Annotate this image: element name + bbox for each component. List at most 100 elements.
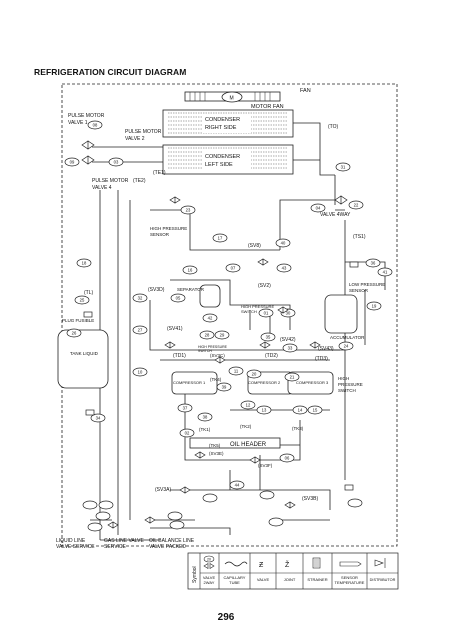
- svg-text:HIGH: HIGH: [338, 376, 349, 381]
- svg-text:GAS LINE VALVE: GAS LINE VALVE: [104, 538, 144, 544]
- svg-text:29: 29: [220, 333, 225, 338]
- svg-text:PULSE MOTOR: PULSE MOTOR: [68, 113, 105, 119]
- svg-text:VALVE PACKED: VALVE PACKED: [149, 544, 186, 550]
- svg-text:LIQUID LINE: LIQUID LINE: [56, 538, 86, 544]
- svg-text:(TO): (TO): [328, 124, 339, 130]
- svg-text:42: 42: [208, 316, 213, 321]
- svg-text:21: 21: [290, 375, 295, 380]
- svg-text:30: 30: [286, 311, 291, 316]
- svg-text:DISTRIBUTOR: DISTRIBUTOR: [370, 578, 396, 582]
- svg-text:19: 19: [372, 304, 377, 309]
- part-numbers: 08 09 03 31 23 04 22 17 40 18 16 07 43 3…: [70, 123, 388, 488]
- svg-text:(TE2): (TE2): [133, 178, 146, 184]
- svg-text:HIGH PRESSURE: HIGH PRESSURE: [241, 304, 274, 309]
- svg-text:SENSOR: SENSOR: [341, 575, 358, 580]
- svg-text:(SV3A): (SV3A): [155, 487, 171, 493]
- svg-text:ACCUMULATOR: ACCUMULATOR: [330, 335, 365, 340]
- svg-text:TEMPERATURE: TEMPERATURE: [335, 580, 365, 585]
- svg-text:VALVE: VALVE: [203, 575, 216, 580]
- motor-symbol: M: [230, 96, 234, 102]
- svg-text:(TK5): (TK5): [209, 443, 221, 448]
- svg-text:STRAINER: STRAINER: [307, 577, 327, 582]
- svg-text:LOW PRESSURE: LOW PRESSURE: [349, 282, 385, 287]
- svg-text:(TD3): (TD3): [315, 356, 328, 362]
- svg-text:04: 04: [316, 206, 321, 211]
- svg-text:(SV3F): (SV3F): [258, 463, 273, 468]
- svg-text:18: 18: [82, 261, 87, 266]
- legend-valve-symbol: Ƶ: [259, 562, 264, 569]
- compressor-3-label: COMPRESSOR 3: [296, 380, 329, 385]
- svg-text:SERVICE: SERVICE: [104, 544, 127, 550]
- compressor-2-label: COMPRESSOR 2: [248, 380, 281, 385]
- oil-header-label: OIL HEADER: [230, 442, 267, 448]
- svg-text:22: 22: [354, 203, 359, 208]
- svg-text:VALVE 2: VALVE 2: [125, 136, 145, 142]
- svg-text:SWITCH: SWITCH: [338, 388, 356, 393]
- svg-text:(TE1): (TE1): [153, 170, 166, 176]
- accumulator: [324, 294, 358, 334]
- svg-text:02: 02: [185, 431, 190, 436]
- svg-text:PULSE MOTOR: PULSE MOTOR: [92, 178, 129, 184]
- svg-text:40: 40: [281, 241, 286, 246]
- svg-text:SENSOR: SENSOR: [150, 232, 170, 237]
- svg-text:(TK3): (TK3): [292, 426, 304, 431]
- svg-text:43: 43: [282, 266, 287, 271]
- svg-text:33: 33: [288, 346, 293, 351]
- svg-text:15: 15: [313, 408, 318, 413]
- svg-text:CAPILLARY: CAPILLARY: [224, 575, 246, 580]
- svg-text:05: 05: [176, 296, 181, 301]
- fan-label: FAN: [300, 88, 311, 94]
- svg-text:41: 41: [383, 270, 388, 275]
- svg-text:09: 09: [70, 160, 75, 165]
- svg-text:31: 31: [341, 165, 346, 170]
- svg-text:JOINT: JOINT: [284, 577, 296, 582]
- compressor-1: [171, 371, 218, 395]
- svg-text:44: 44: [235, 483, 240, 488]
- svg-text:03: 03: [114, 160, 119, 165]
- svg-text:27: 27: [138, 328, 143, 333]
- svg-text:CONDENSER: CONDENSER: [205, 154, 240, 160]
- svg-text:39: 39: [222, 385, 227, 390]
- svg-text:23: 23: [186, 208, 191, 213]
- svg-text:PLUG FUSIBLE: PLUG FUSIBLE: [62, 318, 94, 323]
- legend-header: Symbol: [192, 566, 198, 583]
- svg-text:26: 26: [72, 331, 77, 336]
- svg-text:16: 16: [188, 268, 193, 273]
- svg-text:11: 11: [234, 369, 239, 374]
- separator: [199, 284, 221, 308]
- valve-symbols: [81, 140, 348, 529]
- svg-text:SEPARATOR: SEPARATOR: [177, 287, 205, 292]
- svg-text:(SV3B): (SV3B): [302, 496, 318, 502]
- svg-text:28: 28: [205, 333, 210, 338]
- condenser-left: CONDENSER LEFT SIDE: [162, 144, 294, 175]
- svg-text:34: 34: [96, 416, 101, 421]
- svg-text:PULSE MOTOR: PULSE MOTOR: [125, 129, 162, 135]
- svg-text:14: 14: [298, 408, 303, 413]
- svg-text:PRESSURE: PRESSURE: [338, 382, 363, 387]
- svg-text:(TL): (TL): [84, 290, 94, 296]
- svg-text:(SV3D): (SV3D): [148, 287, 165, 293]
- motor-fan: [221, 91, 243, 103]
- svg-text:20: 20: [252, 372, 257, 377]
- svg-text:35: 35: [266, 335, 271, 340]
- svg-text:TUBE: TUBE: [229, 580, 240, 585]
- svg-text:(SV43): (SV43): [318, 346, 334, 352]
- vessels: [57, 284, 358, 449]
- svg-text:20: 20: [207, 558, 211, 562]
- svg-text:25: 25: [80, 298, 85, 303]
- strainers: [83, 261, 359, 491]
- svg-text:OIL BALANCE LINE: OIL BALANCE LINE: [149, 538, 195, 544]
- svg-text:(SV3E): (SV3E): [209, 451, 224, 456]
- svg-text:(SV41): (SV41): [167, 326, 183, 332]
- part-badges: [64, 120, 393, 532]
- condenser-right: CONDENSER RIGHT SIDE: [162, 109, 294, 138]
- svg-text:(TK4): (TK4): [210, 377, 222, 382]
- svg-text:06: 06: [285, 456, 290, 461]
- page-title: REFRIGERATION CIRCUIT DIAGRAM: [34, 67, 187, 77]
- svg-text:(SV42): (SV42): [280, 337, 296, 343]
- svg-text:VALVE 1: VALVE 1: [68, 120, 88, 126]
- oil-header: [189, 437, 281, 449]
- svg-text:HIGH PRESSURE: HIGH PRESSURE: [198, 345, 228, 349]
- page-number: 296: [217, 612, 235, 623]
- svg-text:17: 17: [218, 236, 223, 241]
